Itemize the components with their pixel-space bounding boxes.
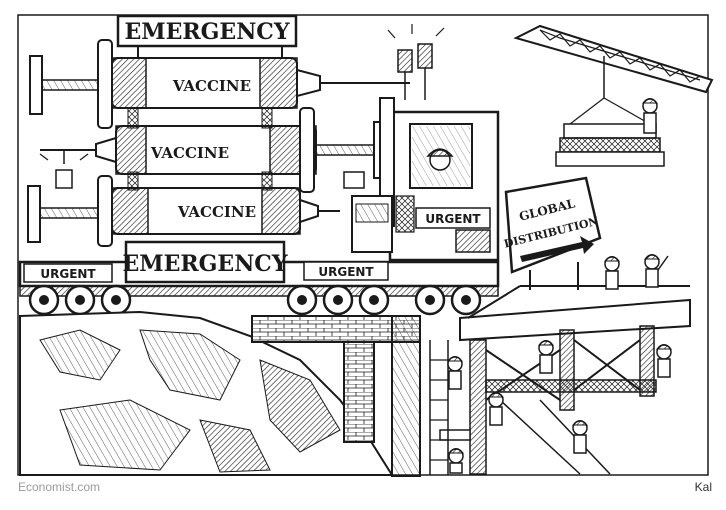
source-credit: Economist.com xyxy=(18,480,101,494)
worker-5 xyxy=(446,356,464,390)
crane-cargo xyxy=(555,98,665,167)
artist-signature: Kal xyxy=(694,480,712,494)
syringe-top: VACCINE xyxy=(29,39,410,129)
generator-box xyxy=(343,171,393,253)
crane-arm xyxy=(513,24,714,125)
worker-7 xyxy=(447,448,465,474)
trailer-bed: URGENT EMERGENCY URGENT xyxy=(18,240,500,297)
syringe-bottom: VACCINE xyxy=(27,171,340,247)
vaccine-label-3: VACCINE xyxy=(177,203,256,221)
vaccine-label-2: VACCINE xyxy=(150,144,229,162)
warning-light-left xyxy=(39,150,89,189)
brick-support xyxy=(251,315,421,477)
truck-wheels xyxy=(28,284,482,316)
global-distribution-sign: GLOBAL DISTRIBUTION xyxy=(503,176,602,290)
cliff-terrain xyxy=(19,310,394,476)
syringe-middle: VACCINE xyxy=(40,107,387,193)
urgent-label-right: URGENT xyxy=(318,265,374,279)
workers xyxy=(446,254,673,474)
worker-1 xyxy=(603,256,621,290)
worker-6 xyxy=(571,420,589,454)
worker-3 xyxy=(537,340,555,374)
worker-4 xyxy=(487,392,505,426)
urgent-label-cab: URGENT xyxy=(425,212,481,226)
worker-8 xyxy=(655,344,673,378)
worker-2 xyxy=(643,254,669,288)
top-emergency-sign: EMERGENCY xyxy=(116,14,298,58)
warning-lights-cab xyxy=(387,24,445,100)
truck-cab: URGENT xyxy=(379,97,500,262)
trailer-emergency-text: EMERGENCY xyxy=(122,251,287,277)
top-sign-text: EMERGENCY xyxy=(124,19,289,45)
urgent-label-left: URGENT xyxy=(40,267,96,281)
scaffold-bridge xyxy=(429,285,691,475)
vaccine-label-1: VACCINE xyxy=(172,77,251,95)
